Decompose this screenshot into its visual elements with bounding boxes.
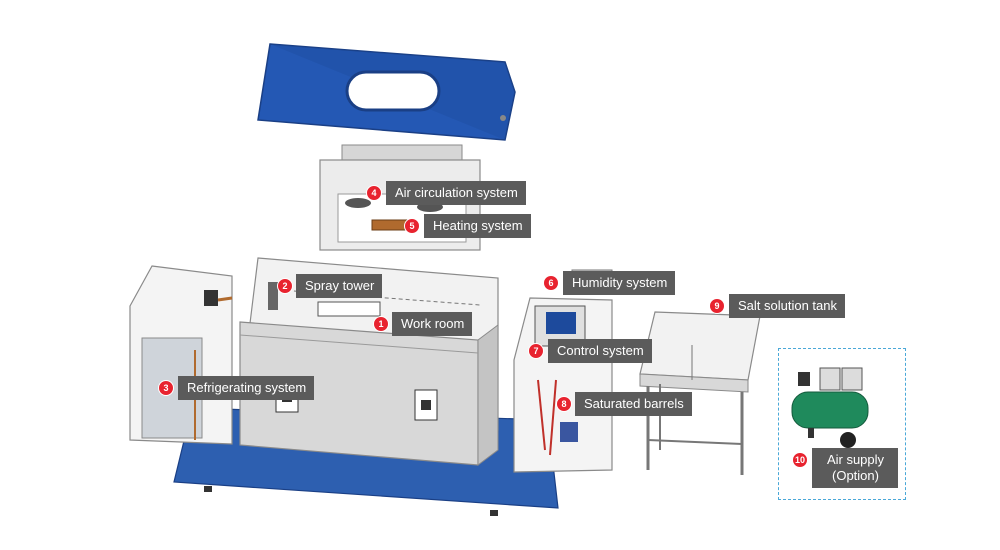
- callout-label-heating-system: Heating system: [424, 214, 531, 238]
- air-supply-line1: Air supply: [826, 452, 885, 467]
- callout-badge-9: 9: [709, 298, 725, 314]
- air-compressor: [791, 367, 869, 448]
- air-circulation-unit: [319, 144, 481, 251]
- callout-label-refrigerating-system: Refrigerating system: [178, 376, 315, 400]
- callout-label-saturated-barrels: Saturated barrels: [575, 392, 692, 416]
- callout-badge-5: 5: [404, 218, 420, 234]
- callout-label-salt-solution-tank: Salt solution tank: [729, 294, 846, 318]
- salt-solution-tank: [639, 311, 761, 475]
- callout-badge-10: 10: [792, 452, 808, 468]
- top-cover: [257, 43, 516, 141]
- callout-badge-7: 7: [528, 343, 544, 359]
- callout-label-spray-tower: Spray tower: [296, 274, 383, 298]
- callout-label-air-supply: Air supply (Option): [812, 448, 898, 488]
- air-supply-line2: (Option): [832, 468, 879, 483]
- callout-label-air-circulation-system: Air circulation system: [386, 181, 526, 205]
- callout-badge-1: 1: [373, 316, 389, 332]
- callout-label-humidity-system: Humidity system: [563, 271, 676, 295]
- callout-badge-4: 4: [366, 185, 382, 201]
- optional-air-supply-frame: [778, 348, 906, 500]
- callout-badge-2: 2: [277, 278, 293, 294]
- control-unit: [513, 269, 613, 473]
- callout-label-work-room: Work room: [392, 312, 473, 336]
- refrigerating-unit: [129, 265, 233, 445]
- callout-badge-6: 6: [543, 275, 559, 291]
- callout-badge-8: 8: [556, 396, 572, 412]
- callout-label-control-system: Control system: [548, 339, 652, 363]
- callout-badge-3: 3: [158, 380, 174, 396]
